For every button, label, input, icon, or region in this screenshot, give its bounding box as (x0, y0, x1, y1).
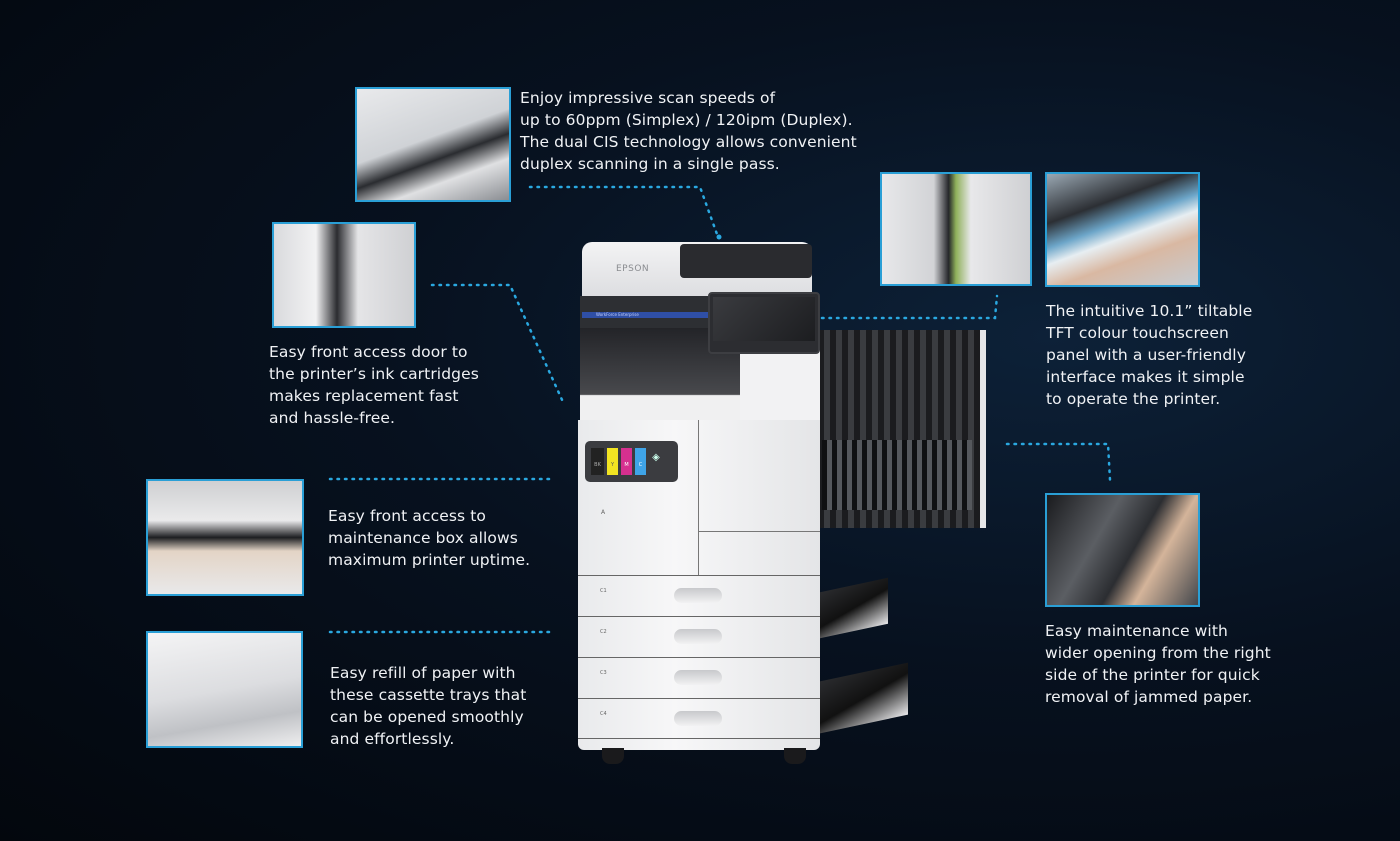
callout-line: can be opened smoothly (330, 708, 524, 726)
tray-label: C1 (600, 588, 607, 594)
callout-line: and effortlessly. (330, 730, 455, 748)
ink-cartridge-cyan: C (635, 448, 646, 475)
ink-cartridge-magenta: M (621, 448, 632, 475)
callout-line: TFT colour touchscreen (1046, 324, 1229, 342)
callout-line: to operate the printer. (1046, 390, 1221, 408)
callout-line: maintenance box allows (328, 529, 518, 547)
callout-line: The dual CIS technology allows convenien… (520, 133, 857, 151)
maintenance-icon: ◈ (652, 452, 660, 463)
paper-tray-photo (146, 631, 303, 748)
scan-feature-photo (355, 87, 511, 202)
callout-line: Enjoy impressive scan speeds of (520, 89, 776, 107)
cassette-tray[interactable]: C2 (578, 616, 820, 657)
paper-path-rollers (822, 440, 972, 510)
tray-handle[interactable] (674, 588, 722, 603)
brand-logo: EPSON (616, 264, 650, 274)
callout-line: and hassle-free. (269, 409, 396, 427)
touchscreen-panel (708, 292, 820, 354)
touchscreen-callout: The intuitive 10.1” tiltable TFT colour … (1046, 300, 1252, 410)
callout-line: duplex scanning in a single pass. (520, 155, 780, 173)
callout-line: Easy refill of paper with (330, 664, 516, 682)
paper-trays: C1 C2 C3 C4 (578, 575, 820, 750)
ink-cartridge-black: BK (591, 448, 604, 475)
cassette-tray[interactable]: C3 (578, 657, 820, 698)
callout-line: panel with a user-friendly (1046, 346, 1246, 364)
paper-callout: Easy refill of paper with these cassette… (330, 662, 526, 750)
caster-wheel (784, 748, 806, 764)
maintenance-box-photo (146, 479, 304, 596)
callout-line: up to 60ppm (Simplex) / 120ipm (Duplex). (520, 111, 853, 129)
door-seam (698, 420, 699, 575)
tray-label: C4 (600, 711, 607, 717)
callout-line: Easy maintenance with (1045, 622, 1228, 640)
tray-handle[interactable] (674, 711, 722, 726)
tilt-screen-photo (880, 172, 1032, 286)
callout-line: The intuitive 10.1” tiltable (1046, 302, 1253, 320)
paper-path-photo (1045, 493, 1200, 607)
callout-line: maximum printer uptime. (328, 551, 531, 569)
panel-seam (698, 531, 820, 532)
touchscreen-connector (820, 294, 999, 320)
document-feeder (680, 244, 812, 278)
tray-label: C2 (600, 629, 607, 635)
tray-label: C3 (600, 670, 607, 676)
model-strip: WorkForce Enterprise (582, 312, 710, 318)
callout-line: the printer’s ink cartridges (269, 365, 479, 383)
scan-callout: Enjoy impressive scan speeds of up to 60… (520, 87, 857, 175)
callout-line: Easy front access to (328, 507, 486, 525)
callout-line: wider opening from the right (1045, 644, 1271, 662)
callout-line: these cassette trays that (330, 686, 527, 704)
touchscreen-photo (1045, 172, 1200, 287)
callout-line: makes replacement fast (269, 387, 459, 405)
callout-line: Easy front access door to (269, 343, 468, 361)
scan-connector (528, 185, 720, 239)
tray-handle[interactable] (674, 670, 722, 685)
jam-callout: Easy maintenance with wider opening from… (1045, 620, 1271, 708)
cassette-tray[interactable]: C4 (578, 698, 820, 739)
ink-door-photo (272, 222, 416, 328)
callout-line: removal of jammed paper. (1045, 688, 1253, 706)
callout-line: side of the printer for quick (1045, 666, 1260, 684)
maintenance-callout: Easy front access to maintenance box all… (328, 505, 530, 571)
jam-connector (1005, 442, 1112, 482)
ink-cartridge-bay: BK Y M C ◈ (585, 441, 678, 482)
drawer-a-label: A (601, 509, 606, 516)
tray-handle[interactable] (674, 629, 722, 644)
cassette-tray[interactable]: C1 (578, 575, 820, 616)
callout-line: interface makes it simple (1046, 368, 1245, 386)
caster-wheel (602, 748, 624, 764)
ink-callout: Easy front access door to the printer’s … (269, 341, 479, 429)
ink-cartridge-yellow: Y (607, 448, 618, 475)
